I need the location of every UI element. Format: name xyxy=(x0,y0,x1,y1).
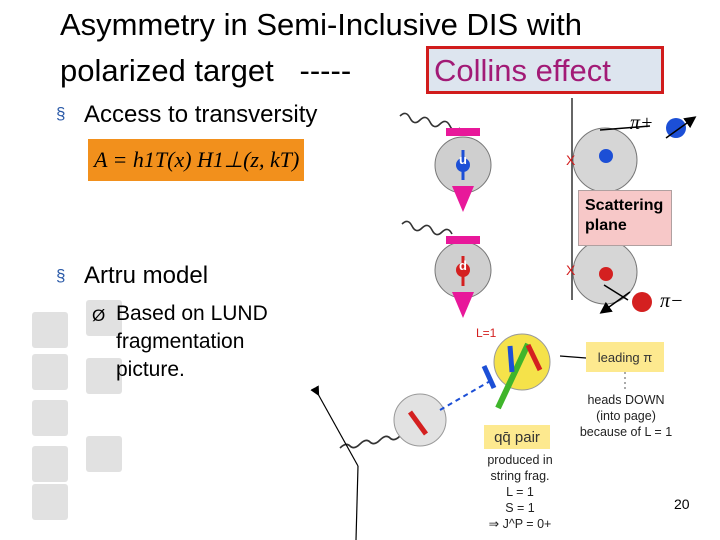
lepton-line-2 xyxy=(355,465,359,540)
scattering-plane-box: Scattering plane xyxy=(578,190,672,246)
pair-link-dashed xyxy=(439,379,493,411)
bullet-artru-model: Artru model xyxy=(84,262,209,289)
qq-pair-box: qq̄ pair xyxy=(484,425,550,449)
pair-circle xyxy=(393,393,447,447)
produced-line5: ⇒ J^P = 0+ xyxy=(488,517,552,531)
qq-pair-label: qq̄ pair xyxy=(494,428,540,446)
pi-plus-label: π+ xyxy=(630,112,654,134)
scattering-label-line1: Scattering xyxy=(585,197,664,214)
title-highlight-box xyxy=(426,46,664,94)
decorative-glyph-tile xyxy=(32,446,68,482)
pi-minus-label: π− xyxy=(660,290,684,312)
heads-down-line3: because of L = 1 xyxy=(579,425,673,439)
quark-u-ball-right xyxy=(599,149,613,163)
bullet-marker: § xyxy=(56,104,66,123)
decorative-glyph-tile xyxy=(32,312,68,348)
heads-down-text: heads DOWN (into page) because of L = 1 xyxy=(566,392,686,440)
pi-plus-ball xyxy=(666,118,686,138)
spin-red-1 xyxy=(525,343,543,372)
l-equals-one-label: L=1 xyxy=(476,326,497,340)
heads-down-line2: (into page) xyxy=(596,409,656,423)
spin-blue-2 xyxy=(481,364,497,390)
sub-bullet-line: fragmentation xyxy=(116,330,245,353)
sub-bullet-line: Based on LUND xyxy=(116,302,268,325)
title-highlight-text: Collins effect xyxy=(434,53,611,88)
produced-line3: L = 1 xyxy=(506,485,534,499)
sub-bullet-line: picture. xyxy=(116,358,185,381)
quark-d-ball-right xyxy=(599,267,613,281)
quark-u-label: u xyxy=(459,152,467,167)
page-number: 20 xyxy=(674,496,690,512)
quark-d-label: d xyxy=(459,258,467,273)
slide-title-line1: Asymmetry in Semi-Inclusive DIS with xyxy=(60,7,582,42)
magenta-arrow-upper xyxy=(446,128,480,212)
decorative-glyph-tile xyxy=(86,358,122,394)
produced-line4: S = 1 xyxy=(505,501,535,515)
spin-blue-1 xyxy=(507,345,515,373)
sub-bullet-marker: Ø xyxy=(92,306,106,325)
spin-red-2 xyxy=(407,410,429,436)
leading-pi-label: leading π xyxy=(597,349,653,365)
lepton-line xyxy=(310,385,359,467)
decorative-glyph-tile xyxy=(32,400,68,436)
title-line2-text: polarized target ----- xyxy=(60,53,352,88)
string-green xyxy=(495,342,531,410)
decorative-glyph-tile xyxy=(86,300,122,336)
leading-pointer xyxy=(559,355,587,359)
photon-wave-2 xyxy=(401,220,453,236)
cross-label-upper: X xyxy=(566,152,576,168)
cross-label-lower: X xyxy=(566,262,576,278)
produced-text: produced in string frag. L = 1 S = 1 ⇒ J… xyxy=(470,452,570,532)
formula-text: A = h1T(x) H1⊥(z, kT) xyxy=(94,147,300,172)
magenta-arrow-lower xyxy=(446,236,480,318)
decorative-glyph-tile xyxy=(32,354,68,390)
produced-line1: produced in xyxy=(487,453,553,467)
pi-minus-ball xyxy=(632,292,652,312)
leading-pi-label-box: leading π xyxy=(586,342,664,372)
slide-title-line2: polarized target ----- xyxy=(60,52,351,90)
photon-wave-1 xyxy=(399,112,461,132)
decorative-glyph-tile xyxy=(86,436,122,472)
bullet-access-transversity: Access to transversity xyxy=(84,101,318,128)
produced-line2: string frag. xyxy=(490,469,550,483)
decorative-glyph-tile xyxy=(32,484,68,520)
bullet-marker: § xyxy=(56,266,66,285)
scattering-label-line2: plane xyxy=(585,217,627,234)
photon-wave-3 xyxy=(339,435,401,449)
formula-box: A = h1T(x) H1⊥(z, kT) xyxy=(88,139,304,181)
heads-down-line1: heads DOWN xyxy=(587,393,665,407)
